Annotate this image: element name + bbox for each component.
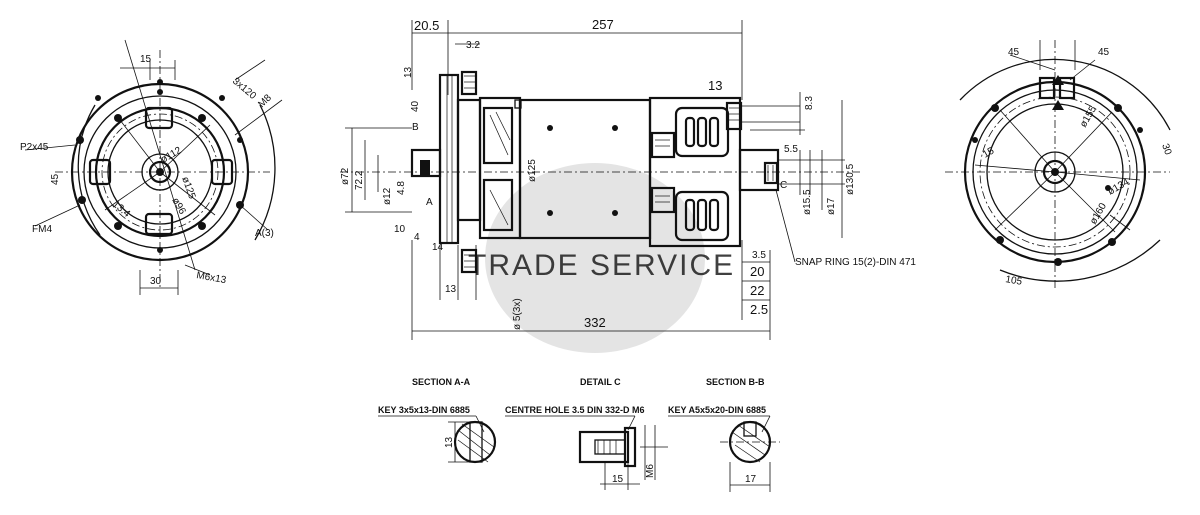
- side-dim-d72: ø72: [340, 167, 351, 185]
- rear-label-15: 15: [981, 145, 997, 160]
- side-dim-332: 332: [584, 315, 606, 330]
- rear-view: 45 45 ø155 15 30 ø134 ø160 105: [945, 40, 1173, 290]
- side-dim-13-top: 13: [708, 78, 722, 93]
- front-label-3x120: 3x120: [230, 76, 258, 102]
- front-label-p2x45: P2x45: [20, 142, 49, 153]
- detail-c-note: CENTRE HOLE 3.5 DIN 332-D M6: [505, 405, 645, 415]
- side-dim-d15-5: ø15.5: [802, 189, 813, 215]
- side-dim-20-5: 20.5: [414, 18, 439, 33]
- side-dim-d17: ø17: [826, 197, 837, 215]
- front-label-d96: ø96: [169, 196, 187, 217]
- front-label-d125: ø125: [179, 175, 197, 201]
- side-view: 20.5 257 3.2: [340, 17, 916, 340]
- side-dim-4-8: 4.8: [396, 181, 407, 195]
- side-dim-72-2: 72.2: [354, 170, 365, 190]
- side-snap-ring-note: SNAP RING 15(2)-DIN 471: [795, 257, 916, 268]
- section-b-b-title: SECTION B-B: [706, 377, 765, 387]
- side-dim-22: 22: [750, 283, 764, 298]
- detail-c-dim-15: 15: [612, 474, 624, 485]
- section-a-a-note: KEY 3x5x13-DIN 6885: [378, 405, 470, 415]
- side-dim-40: 40: [410, 100, 421, 112]
- front-label-15: 15: [140, 54, 152, 65]
- rear-label-30: 30: [1159, 142, 1173, 157]
- side-dim-2-5: 2.5: [750, 302, 768, 317]
- side-circle-c: C: [780, 180, 787, 191]
- front-label-m6x13: M6x13: [195, 270, 227, 286]
- section-a-a-dim: 13: [444, 436, 455, 448]
- side-dim-14: 14: [432, 242, 444, 253]
- side-dim-holes: ø 5(3x): [512, 298, 523, 330]
- side-dim-8-3: 8.3: [804, 96, 815, 110]
- side-dim-4: 4: [414, 232, 420, 243]
- rear-label-45: 45: [1008, 47, 1020, 58]
- front-view: 15 3x120 M8 ø112 P2x45 45 13.4 ø96 ø125 …: [20, 39, 283, 295]
- rear-label-105: 105: [1004, 274, 1023, 288]
- side-dim-3-5: 3.5: [752, 250, 766, 261]
- side-dim-20: 20: [750, 264, 764, 279]
- side-marker-b: B: [412, 122, 419, 133]
- front-label-pitch: ø112: [159, 145, 184, 166]
- section-b-b-note: KEY A5x5x20-DIN 6885: [668, 405, 766, 415]
- front-label-a4: A(3): [255, 228, 274, 239]
- side-dim-d130-5: ø130.5: [845, 163, 856, 195]
- detail-c-dim-m6: M6: [645, 464, 656, 478]
- section-b-b-dim: 17: [745, 474, 757, 485]
- side-dim-5-5: 5.5: [784, 144, 798, 155]
- rear-label-d155: ø155: [1078, 104, 1099, 130]
- detail-c-title: DETAIL C: [580, 377, 621, 387]
- side-dim-d125: ø125: [527, 159, 538, 182]
- side-dim-10: 10: [394, 224, 406, 235]
- front-label-fm4: FM4: [32, 224, 52, 235]
- side-dim-13-bottom: 13: [445, 284, 457, 295]
- side-dim-257: 257: [592, 17, 614, 32]
- front-label-45: 45: [50, 173, 61, 185]
- side-dim-3-2: 3.2: [466, 40, 480, 51]
- detail-c: DETAIL C CENTRE HOLE 3.5 DIN 332-D M6 15…: [505, 377, 668, 490]
- side-dim-d12: ø12: [382, 187, 393, 205]
- section-a-a-title: SECTION A-A: [412, 377, 471, 387]
- side-dim-13: 13: [403, 66, 414, 78]
- section-b-b: SECTION B-B KEY A5x5x20-DIN 6885 17: [668, 377, 780, 492]
- side-marker-a: A: [426, 197, 433, 208]
- section-a-a: SECTION A-A KEY 3x5x13-DIN 6885 13: [378, 377, 497, 464]
- watermark-text: TRADE SERVICE: [468, 249, 735, 282]
- front-label-30: 30: [150, 276, 162, 287]
- rear-label-45b: 45: [1098, 47, 1110, 58]
